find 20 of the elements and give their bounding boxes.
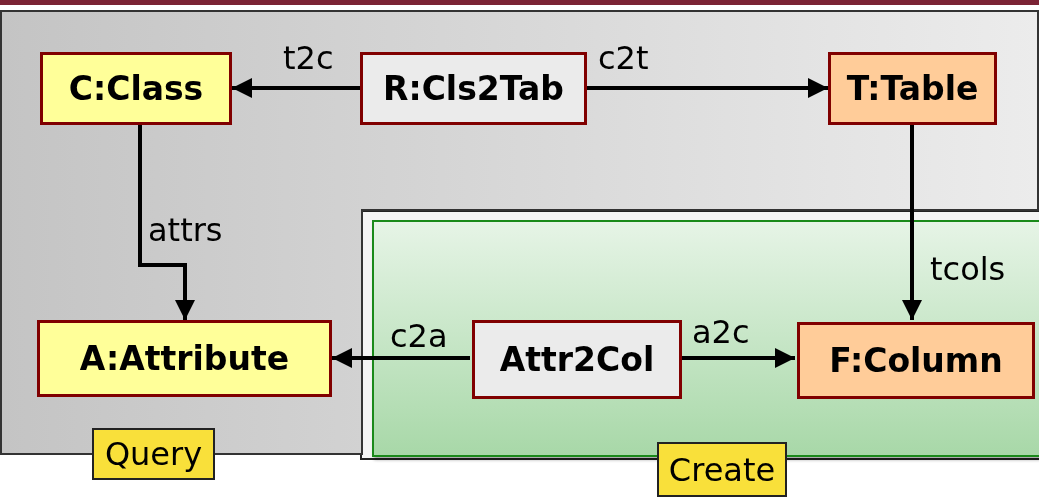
- edge-label: attrs: [148, 214, 223, 246]
- object-box: R:Cls2Tab: [360, 52, 587, 125]
- arrow: [680, 348, 795, 368]
- object-box: Attr2Col: [472, 320, 682, 399]
- object-box: F:Column: [797, 322, 1035, 399]
- arrow: [902, 125, 922, 320]
- edge-label: a2c: [692, 316, 750, 348]
- panel-tag: Create: [657, 442, 787, 497]
- arrow: [138, 125, 195, 320]
- arrow: [232, 78, 360, 98]
- object-box: T:Table: [828, 52, 997, 125]
- object-box: A:Attribute: [37, 320, 332, 397]
- edge-label: c2t: [598, 42, 649, 74]
- arrow: [332, 348, 470, 368]
- edge-label: c2a: [390, 320, 448, 352]
- edge-label: tcols: [930, 253, 1006, 285]
- object-box: C:Class: [40, 52, 232, 125]
- edge-label: t2c: [283, 42, 334, 74]
- panel-tag: Query: [92, 428, 215, 480]
- arrow: [587, 78, 828, 98]
